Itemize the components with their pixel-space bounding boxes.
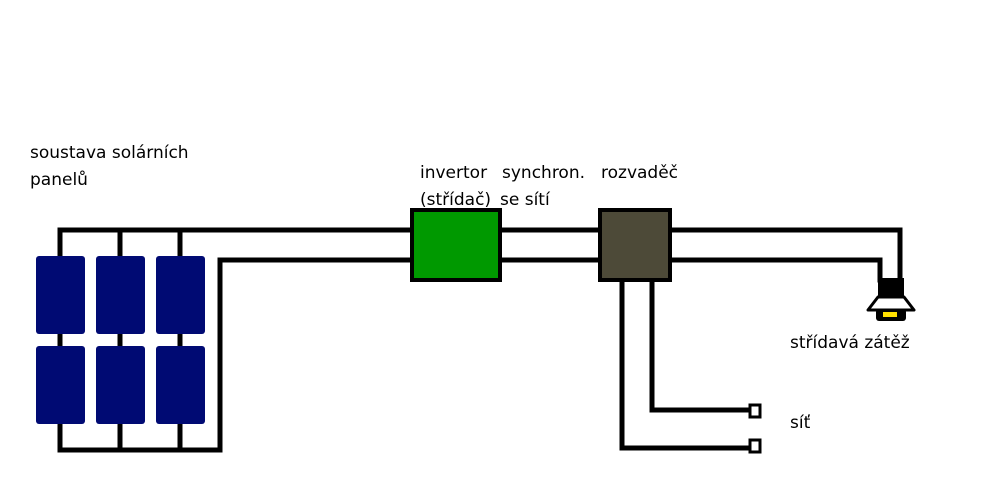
ac-load-label: střídavá zátěž [790, 333, 910, 353]
solar-panel [36, 256, 85, 334]
inverter-box [410, 208, 502, 282]
dc-bus-bottom-wire [217, 257, 883, 453]
solar-panel [96, 346, 145, 424]
solar-panel [156, 256, 205, 334]
grid-terminal-icon [748, 438, 762, 454]
solar-panel-array [36, 256, 205, 424]
inverter-label: invertor [420, 163, 488, 183]
grid-terminal-icon [748, 403, 762, 419]
grid-sync-label: synchron. [502, 163, 586, 183]
inverter-label-line2: (střídač) [420, 190, 492, 210]
solar-array-label-line2: panelů [30, 170, 88, 190]
light-bulb-icon [866, 278, 916, 321]
grid-wire-lower [619, 267, 755, 451]
solar-panel [156, 346, 205, 424]
grid-label: síť [790, 413, 811, 433]
grid-sync-label-line2: se sítí [500, 190, 550, 210]
distribution-box [598, 208, 672, 282]
distribution-box-label: rozvaděč [601, 163, 679, 183]
solar-panel [36, 346, 85, 424]
grid-wire-upper [649, 267, 755, 413]
solar-panel [96, 256, 145, 334]
solar-array-label: soustava solárních [30, 143, 189, 163]
